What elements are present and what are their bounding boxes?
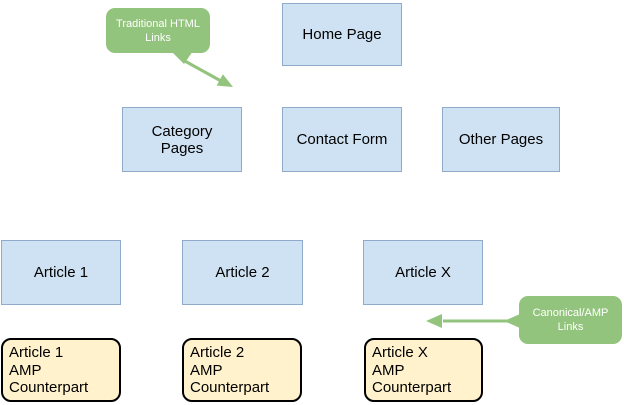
- callout-traditional-html-links: Traditional HTML Links: [106, 8, 210, 53]
- canonical-links-arrow-icon: [426, 314, 520, 328]
- node-article-2-amp-counterpart: Article 2 AMP Counterpart: [182, 338, 302, 402]
- traditional-links-arrow-icon: [171, 51, 233, 87]
- node-category-pages: Category Pages: [122, 107, 242, 172]
- node-article-x-amp-counterpart: Article X AMP Counterpart: [364, 338, 483, 402]
- node-article-2: Article 2: [182, 240, 303, 305]
- node-home-page: Home Page: [282, 3, 402, 66]
- node-other-pages: Other Pages: [442, 107, 560, 172]
- node-article-1: Article 1: [1, 240, 121, 305]
- node-article-x: Article X: [363, 240, 483, 305]
- node-article-1-amp-counterpart: Article 1 AMP Counterpart: [1, 338, 121, 402]
- node-contact-form: Contact Form: [282, 107, 402, 172]
- callout-canonical-amp-links: Canonical/AMP Links: [519, 296, 622, 344]
